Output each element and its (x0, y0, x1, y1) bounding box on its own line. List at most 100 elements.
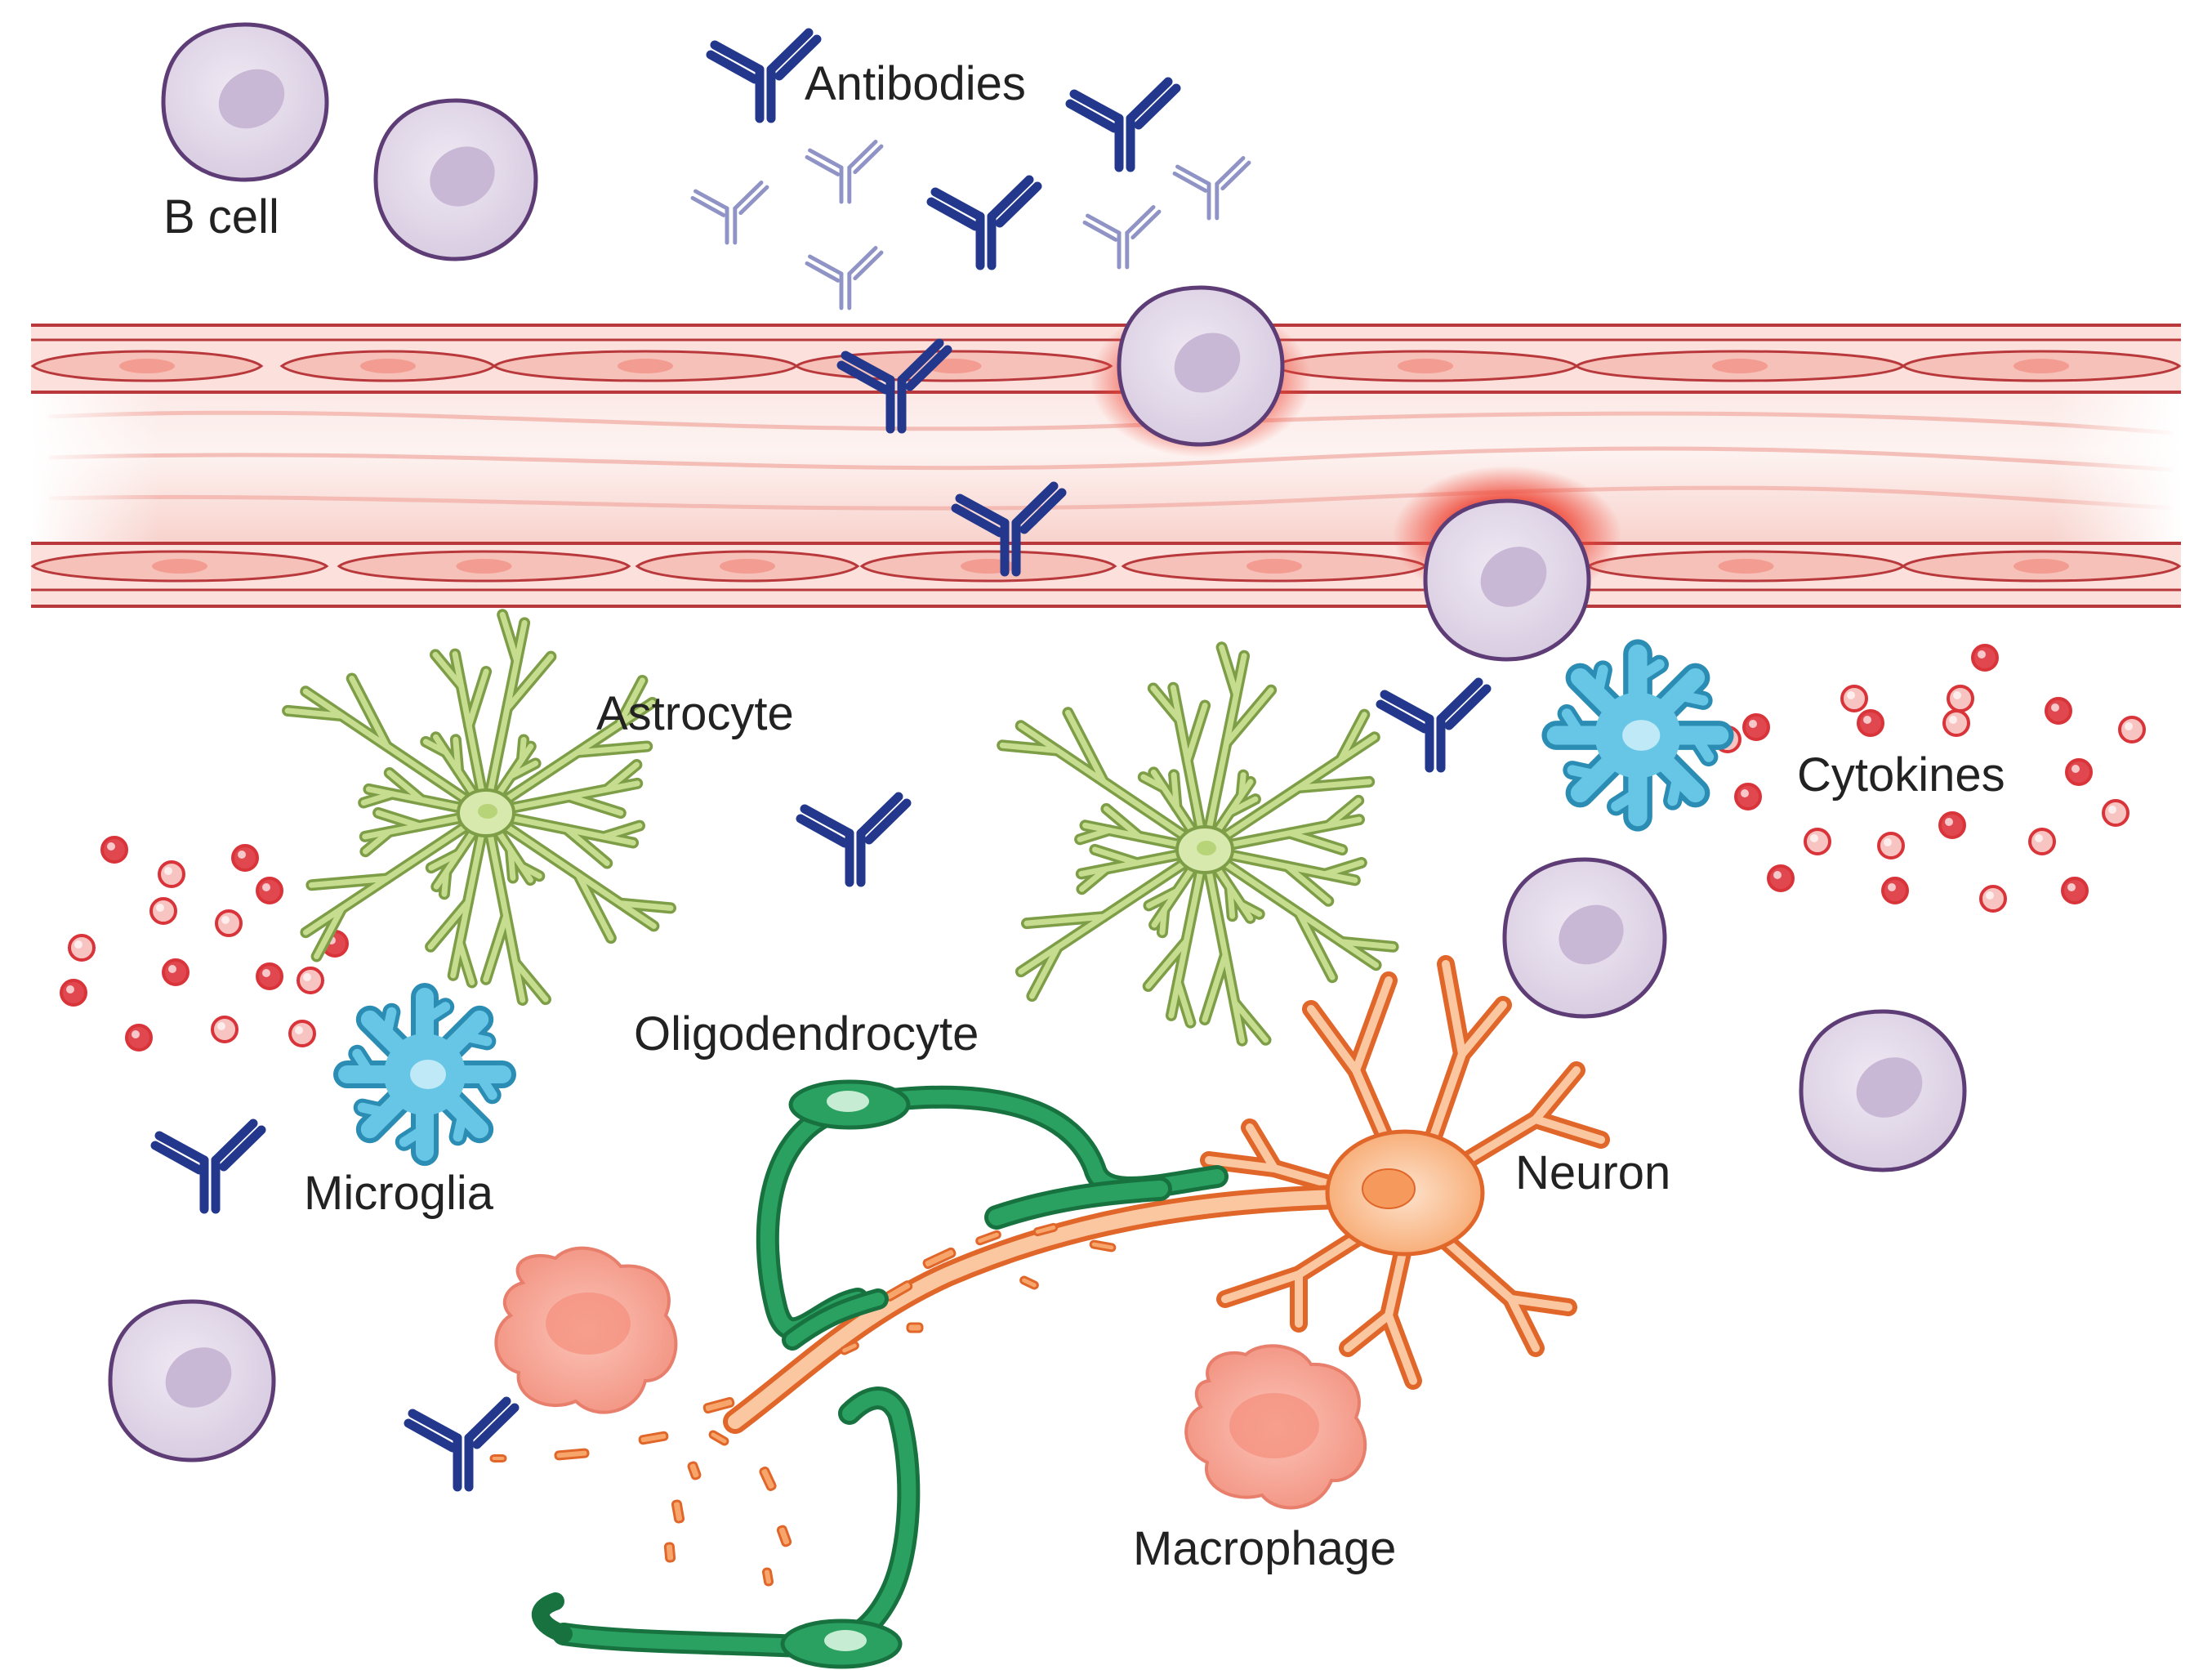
labels: B cell Antibodies Astrocyte Cytokines Ol… (163, 57, 2005, 1575)
neuron-dendrites (1205, 960, 1605, 1385)
antibody-icon (1376, 677, 1492, 773)
microglia-cell (1541, 639, 1734, 832)
axon-fragment (554, 1448, 590, 1461)
axon-fragment (776, 1525, 792, 1547)
antibody-icon (690, 181, 769, 245)
cytokine-dot (1804, 828, 1831, 855)
b-cell (108, 1299, 276, 1462)
axon-fragment (922, 1247, 957, 1270)
antibody-icon (150, 1119, 266, 1214)
endothelial-cells-top (30, 350, 2182, 382)
cytokine-dot (211, 1016, 239, 1043)
b-cell (1799, 1009, 1967, 1172)
antibody-icon (404, 1396, 520, 1492)
microglia-cell (333, 983, 516, 1166)
endothelial-cell (1901, 350, 2182, 382)
cytokine-dot (1971, 644, 1999, 672)
antibody-icon (836, 338, 952, 434)
endothelial-cell (1586, 550, 1906, 583)
cytokine-dot (68, 934, 96, 962)
axon-fragment (1089, 1239, 1117, 1252)
axon-fragment (671, 1499, 685, 1524)
cytokine-dot (297, 967, 324, 994)
label-microglia: Microglia (304, 1167, 494, 1220)
cytokine-dot (162, 958, 190, 986)
cytokine-dot (2065, 758, 2093, 786)
antibody-icon (805, 140, 884, 204)
cytokine-dot (60, 979, 87, 1007)
antibody-icon (796, 792, 912, 887)
cytokine-dot (2102, 799, 2129, 827)
b-cell (1117, 285, 1285, 447)
cytokine-dot (256, 962, 283, 990)
label-oligodendrocyte: Oligodendrocyte (634, 1007, 979, 1060)
axon-fragment (638, 1431, 669, 1445)
axon-fragment (761, 1567, 774, 1587)
antibody-icon (805, 246, 884, 310)
microglia-group (333, 639, 1734, 1166)
endothelial-cell (1574, 350, 1906, 382)
astrocyte (997, 641, 1399, 1047)
neuron-axon (728, 1190, 1347, 1429)
endothelial-cell (1901, 550, 2182, 583)
endothelial-cell (30, 550, 329, 583)
astrocyte (282, 609, 676, 1006)
cytokine-dot (2061, 877, 2089, 904)
cytokine-dot (1979, 885, 2007, 913)
cytokine-dot (1857, 709, 1884, 737)
b-cell (373, 98, 538, 261)
antibody-icon (1082, 205, 1162, 270)
cytokine-dot (256, 877, 283, 904)
b-cell (1423, 498, 1591, 662)
axon-fragment (759, 1467, 777, 1491)
antibody-icon (1172, 156, 1251, 221)
neuron (723, 955, 1610, 1434)
b-cell (1502, 857, 1667, 1019)
axon-fragment (702, 1396, 735, 1414)
cytokine-dot (1942, 709, 1970, 737)
endothelial-cell (492, 350, 799, 382)
astrocytes-group (282, 609, 1399, 1047)
endothelial-cell (1272, 350, 1579, 382)
cytokine-dot (2118, 716, 2146, 743)
oligodendrocyte-lower (532, 1386, 921, 1669)
oligodendrocytes (532, 1079, 1229, 1669)
cytokine-dot (125, 1024, 153, 1052)
neuron-nucleus (1362, 1168, 1416, 1209)
label-antibodies: Antibodies (805, 57, 1026, 110)
cytokines-group (60, 644, 2146, 1052)
cytokine-dot (2045, 697, 2072, 725)
axon-fragment (663, 1542, 676, 1563)
label-cytokines: Cytokines (1797, 748, 2005, 802)
macrophages (494, 1246, 1367, 1510)
antibody-icon (1065, 77, 1181, 172)
cytokine-dot (2028, 828, 2056, 855)
endothelial-cell (337, 550, 631, 583)
label-macrophage: Macrophage (1133, 1522, 1396, 1575)
cytokine-dot (288, 1020, 316, 1047)
antibody-icon (951, 481, 1067, 577)
axon-fragment (840, 1341, 859, 1355)
axon-fragment (975, 1230, 1001, 1246)
endothelial-cell (859, 550, 1117, 583)
antibody-icon (926, 175, 1042, 270)
cytokine-dot (1840, 685, 1868, 712)
axon-fragment (1032, 1222, 1059, 1237)
cytokine-dot (215, 909, 243, 937)
endothelial-cells-bottom (30, 550, 2182, 583)
endothelial-cell (635, 550, 860, 583)
endothelial-cell (279, 350, 497, 382)
cytokine-dot (231, 844, 259, 872)
cytokine-dot (1947, 685, 1974, 712)
cytokine-dot (1767, 864, 1795, 892)
b-cell (161, 22, 329, 182)
endothelial-cell (30, 350, 264, 382)
antibodies-group (150, 28, 1492, 1492)
cytokine-dot (1742, 713, 1770, 741)
axon-fragment (489, 1454, 507, 1462)
axon-fragment (906, 1322, 924, 1333)
label-neuron: Neuron (1515, 1146, 1670, 1199)
axon-fragment (1019, 1275, 1039, 1290)
